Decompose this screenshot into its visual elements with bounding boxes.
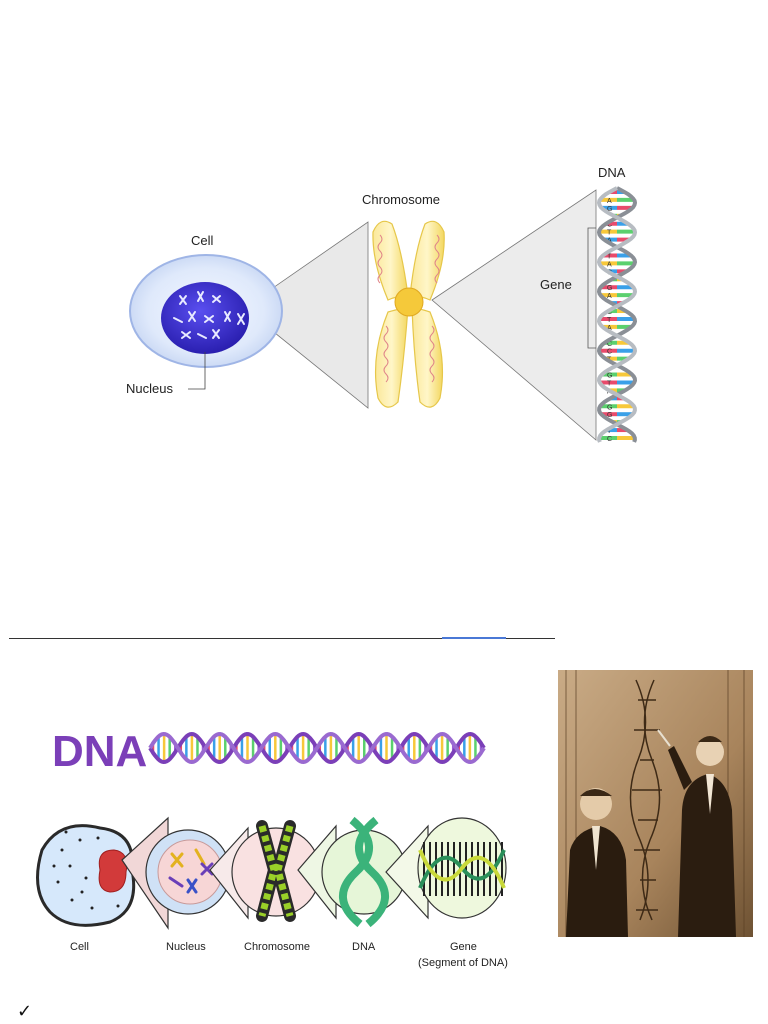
label-chromosome: Chromosome bbox=[362, 192, 440, 207]
stage-gene bbox=[417, 817, 507, 919]
stage-label-nucleus: Nucleus bbox=[166, 941, 206, 953]
dna-title: DNA bbox=[52, 727, 147, 776]
dna-stages-diagram: DNA bbox=[36, 727, 508, 969]
dna-base-letter: A bbox=[607, 261, 612, 268]
dna-base-letter: T bbox=[607, 428, 612, 435]
dna-base-letter: T bbox=[607, 380, 612, 387]
dna-base-letter: A bbox=[607, 293, 612, 300]
dna-backbone bbox=[596, 186, 638, 443]
checkmark-icon: ✓ bbox=[17, 1001, 33, 1022]
divider-accent bbox=[442, 637, 506, 639]
zoom-cone-chromosome-to-dna bbox=[431, 189, 597, 441]
dna-base-letter: T bbox=[607, 317, 612, 324]
label-gene: Gene bbox=[540, 277, 572, 292]
dna-base-letter: G bbox=[607, 285, 612, 292]
label-dna: DNA bbox=[598, 165, 626, 180]
nucleus-leader-line bbox=[188, 352, 206, 390]
dna-base-letter: C bbox=[607, 222, 612, 229]
gene-bracket bbox=[587, 227, 596, 349]
chromosome-shape bbox=[372, 220, 445, 408]
dna-base-letter: C bbox=[607, 309, 612, 316]
dna-base-letter: G bbox=[607, 404, 612, 411]
stage-label-cell: Cell bbox=[70, 941, 89, 953]
stage-dna bbox=[321, 816, 407, 928]
stage-nucleus bbox=[145, 829, 231, 915]
stage-label-dna: DNA bbox=[352, 941, 376, 953]
stage-label-gene-note: (Segment of DNA) bbox=[418, 957, 508, 969]
dna-base-letter: T bbox=[607, 253, 612, 260]
dna-base-letter: C bbox=[607, 436, 612, 443]
dna-base-letter: G bbox=[607, 206, 612, 213]
zoom-cone-cell-to-chromosome bbox=[243, 221, 369, 409]
scientists-dna-model-photo bbox=[558, 670, 753, 937]
stage-cell bbox=[36, 824, 136, 927]
dna-base-letter: C bbox=[607, 349, 612, 356]
banner-backbone bbox=[148, 731, 486, 765]
dna-base-letter: A bbox=[607, 198, 612, 205]
dna-banner-helix bbox=[148, 731, 486, 765]
nucleus-chromosomes bbox=[173, 291, 245, 339]
dna-base-letter: C bbox=[607, 341, 612, 348]
cell-chromosome-dna-diagram: Cell Nucleus Chromosome AGCTATACGACTACCT… bbox=[126, 165, 638, 443]
dna-backbone bbox=[596, 186, 638, 443]
label-nucleus: Nucleus bbox=[126, 381, 173, 396]
section-divider bbox=[9, 638, 555, 639]
label-cell: Cell bbox=[191, 233, 214, 248]
dna-base-letter: A bbox=[607, 325, 612, 332]
stage-label-gene: Gene bbox=[450, 941, 477, 953]
dna-base-letter: T bbox=[607, 230, 612, 237]
dna-base-letter: G bbox=[607, 373, 612, 380]
stage-label-chromosome: Chromosome bbox=[244, 941, 310, 953]
dna-base-letter: G bbox=[607, 412, 612, 419]
